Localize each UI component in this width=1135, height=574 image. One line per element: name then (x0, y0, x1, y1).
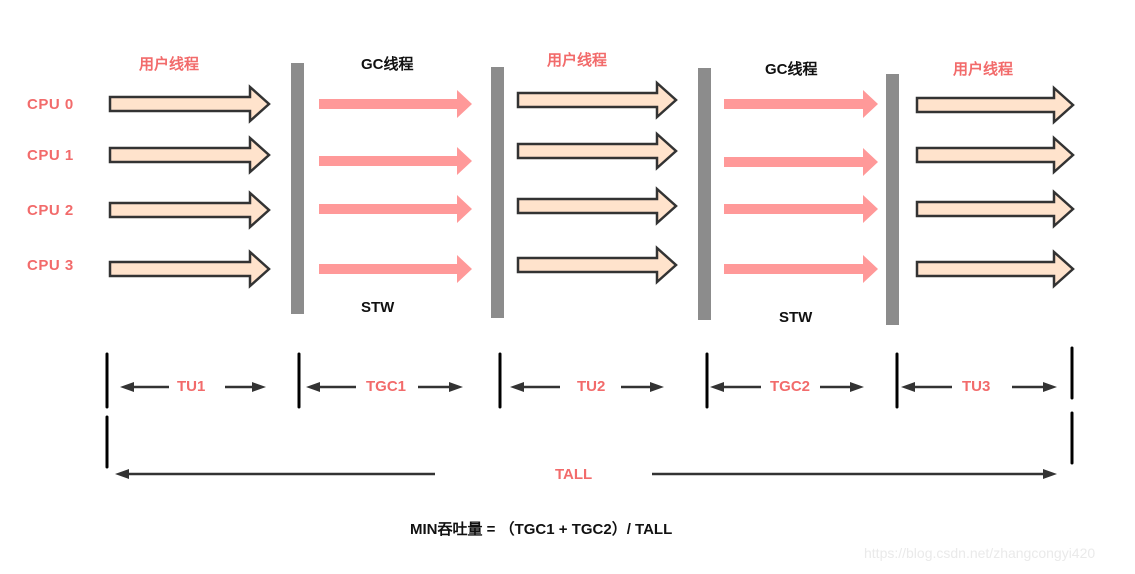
cpu-label-1: CPU 1 (27, 147, 74, 164)
segment-arrow-left-1-head (120, 382, 134, 392)
segment-label-tu1: TU1 (177, 378, 206, 395)
cpu-label-0: CPU 0 (27, 96, 74, 113)
stw-bar-1 (291, 63, 304, 314)
user-thread-arrow (516, 186, 678, 226)
user-thread-arrow (516, 131, 678, 171)
segment-label-tgc2: TGC2 (770, 378, 811, 395)
gc-thread-arrow (319, 255, 472, 283)
total-arrow-left-head (115, 469, 129, 479)
user-thread-arrow (108, 190, 271, 230)
gc-thread-arrow (319, 147, 472, 175)
segment-arrow-left-4-head (710, 382, 724, 392)
user-thread-arrow (915, 85, 1075, 125)
segment-arrow-right-5-head (1043, 382, 1057, 392)
phase-label-user-2: 用户线程 (547, 52, 608, 69)
segment-arrow-left-5-head (901, 382, 915, 392)
gc-thread-arrow (319, 195, 472, 223)
stw-bar-2 (491, 67, 504, 318)
watermark: https://blog.csdn.net/zhangcongyi420 (864, 545, 1096, 561)
user-thread-arrow (108, 84, 271, 124)
segment-label-tu3: TU3 (962, 378, 991, 395)
total-arrow-right-head (1043, 469, 1057, 479)
segment-arrow-right-4-head (850, 382, 864, 392)
phase-label-gc-1: GC线程 (361, 56, 414, 73)
total-label: TALL (555, 466, 593, 483)
cpu-label-2: CPU 2 (27, 202, 74, 219)
stw-bar-4 (886, 74, 899, 325)
segment-arrow-left-3-head (510, 382, 524, 392)
user-thread-arrow (915, 135, 1075, 175)
stw-label-1: STW (361, 299, 395, 316)
phase-label-user-1: 用户线程 (139, 56, 200, 73)
segment-arrow-right-3-head (650, 382, 664, 392)
phase-label-gc-2: GC线程 (765, 61, 818, 78)
gc-thread-arrow (724, 148, 878, 176)
phase-label-user-3: 用户线程 (953, 61, 1014, 78)
user-thread-arrow (915, 249, 1075, 289)
stw-label-2: STW (779, 309, 813, 326)
user-thread-arrow (516, 245, 678, 285)
throughput-formula: MIN吞吐量 = （TGC1 + TGC2）/ TALL (410, 521, 673, 538)
segment-label-tgc1: TGC1 (366, 378, 407, 395)
segment-label-tu2: TU2 (577, 378, 606, 395)
cpu-label-3: CPU 3 (27, 257, 74, 274)
gc-thread-arrow (724, 90, 878, 118)
user-thread-arrow (108, 249, 271, 289)
gc-thread-arrow (724, 195, 878, 223)
segment-arrow-right-1-head (252, 382, 266, 392)
segment-arrow-right-2-head (449, 382, 463, 392)
segment-arrow-left-2-head (306, 382, 320, 392)
gc-thread-arrow (319, 90, 472, 118)
stw-bar-3 (698, 68, 711, 320)
user-thread-arrow (915, 189, 1075, 229)
user-thread-arrow (516, 80, 678, 120)
user-thread-arrow (108, 135, 271, 175)
gc-thread-arrow (724, 255, 878, 283)
